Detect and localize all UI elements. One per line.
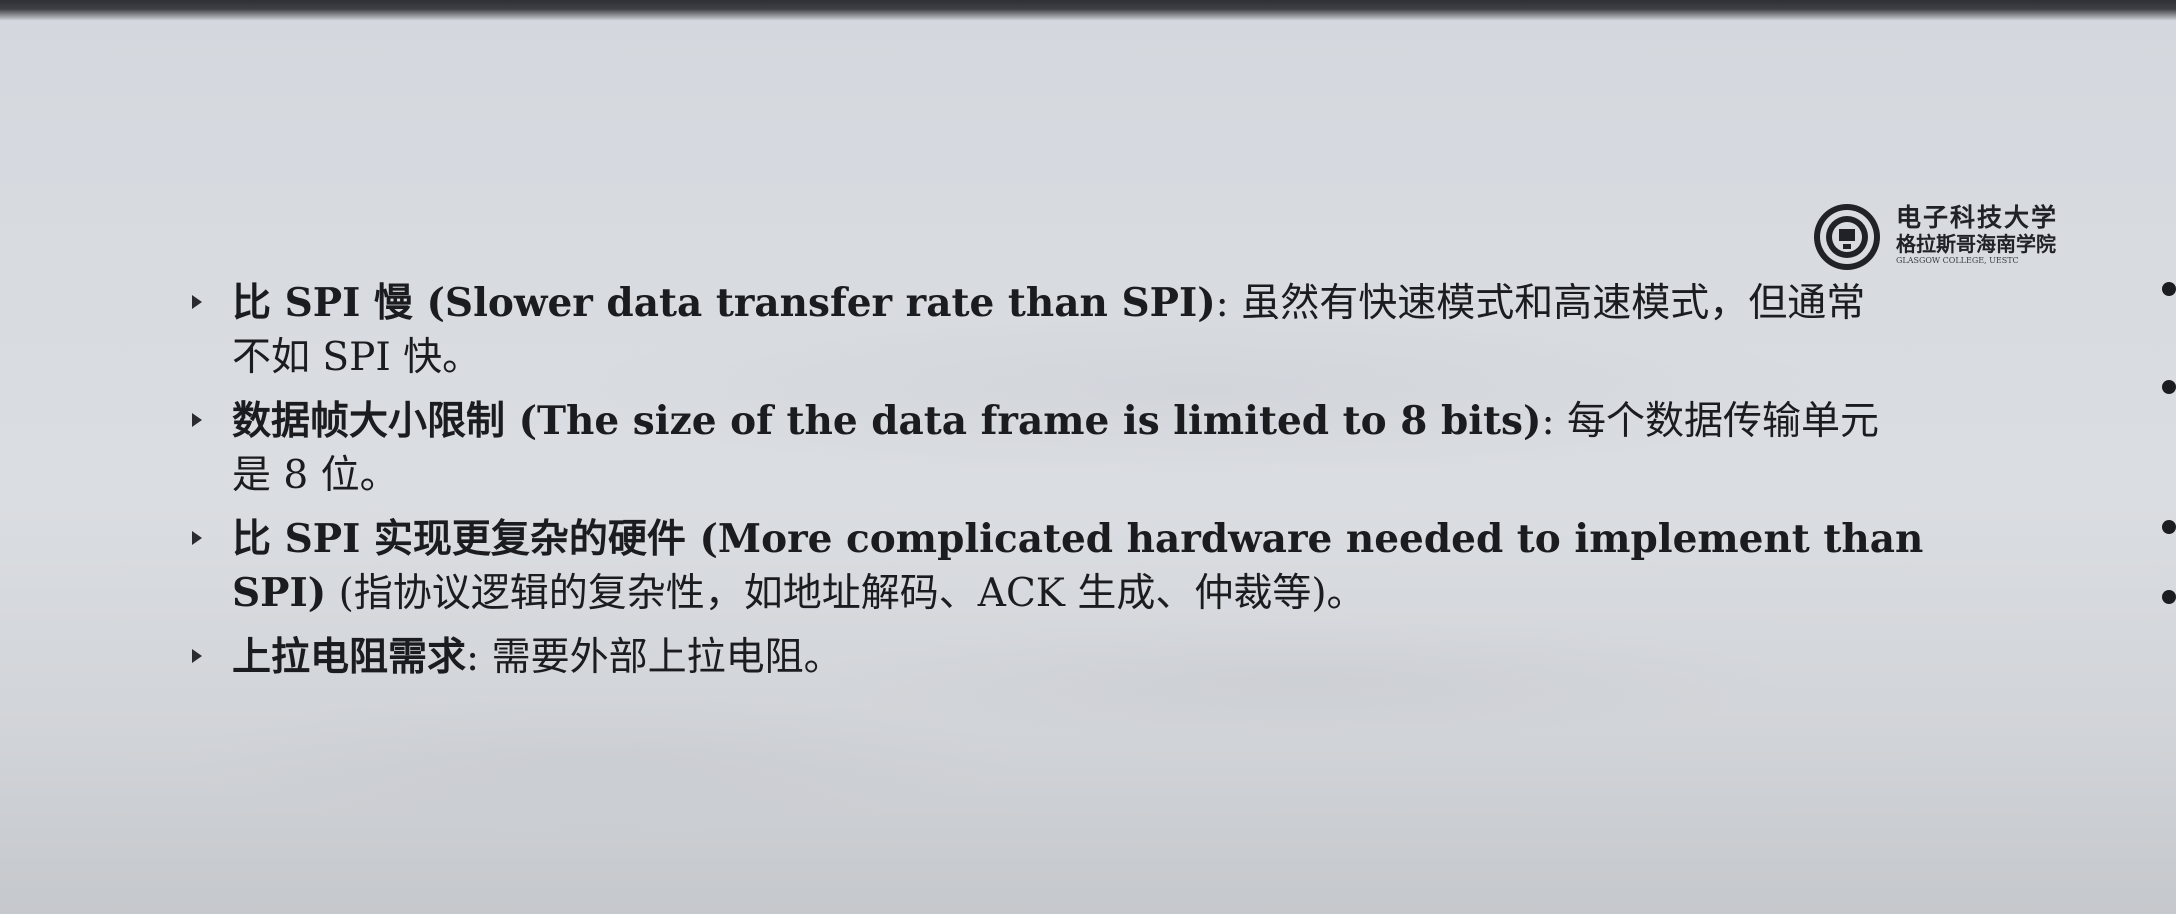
- item-line-2: 是 8 位。: [232, 453, 399, 498]
- item-description: (指协议逻辑的复杂性，如地址解码、ACK 生成、仲裁等)。: [326, 571, 1366, 616]
- item-separator: :: [466, 635, 492, 680]
- item-term: 比 SPI 慢 (Slower data transfer rate than …: [232, 280, 1216, 326]
- page-edge-mark: [2162, 282, 2176, 296]
- item-term-continued: SPI): [232, 570, 327, 616]
- logo-text: 电子科技大学 格拉斯哥海南学院 GLASGOW COLLEGE, UESTC: [1896, 204, 2066, 266]
- item-separator: :: [1541, 399, 1567, 444]
- list-item: 比 SPI 实现更复杂的硬件 (More complicated hardwar…: [192, 512, 1982, 621]
- logo-college-name: 格拉斯哥海南学院: [1896, 232, 2056, 256]
- page-edge-mark: [2162, 520, 2176, 534]
- triangle-bullet-icon: [192, 413, 202, 427]
- item-description: 每个数据传输单元: [1567, 399, 1880, 444]
- list-item: 上拉电阻需求: 需要外部上拉电阻。: [192, 630, 1982, 685]
- university-seal-icon: [1814, 204, 1880, 270]
- list-item: 数据帧大小限制 (The size of the data frame is l…: [192, 394, 1982, 503]
- item-line-2: SPI) (指协议逻辑的复杂性，如地址解码、ACK 生成、仲裁等)。: [232, 566, 1982, 621]
- page-edge-mark: [2162, 380, 2176, 394]
- item-line-1: 上拉电阻需求: 需要外部上拉电阻。: [232, 630, 1982, 685]
- item-term: 数据帧大小限制 (The size of the data frame is l…: [232, 398, 1542, 444]
- item-term: 上拉电阻需求: [232, 634, 467, 680]
- item-description: 虽然有快速模式和高速模式，但通常: [1241, 281, 1866, 326]
- item-line-1: 数据帧大小限制 (The size of the data frame is l…: [232, 394, 1982, 449]
- item-line-1: 比 SPI 慢 (Slower data transfer rate than …: [232, 276, 1982, 331]
- item-line-2: 不如 SPI 快。: [232, 335, 482, 380]
- item-separator: :: [1215, 281, 1242, 326]
- item-description: 需要外部上拉电阻。: [491, 635, 843, 680]
- list-item: 比 SPI 慢 (Slower data transfer rate than …: [192, 276, 1982, 385]
- bullet-list: 比 SPI 慢 (Slower data transfer rate than …: [192, 276, 1982, 694]
- top-edge-shadow: [0, 0, 2176, 20]
- item-term: 比 SPI 实现更复杂的硬件 (More complicated hardwar…: [232, 516, 1924, 562]
- triangle-bullet-icon: [192, 649, 202, 663]
- university-logo: 电子科技大学 格拉斯哥海南学院 GLASGOW COLLEGE, UESTC: [1812, 202, 2064, 274]
- logo-english-name: GLASGOW COLLEGE, UESTC: [1896, 256, 2019, 265]
- triangle-bullet-icon: [192, 531, 202, 545]
- logo-university-name: 电子科技大学: [1896, 203, 2059, 232]
- page-edge-mark: [2162, 590, 2176, 604]
- triangle-bullet-icon: [192, 295, 202, 309]
